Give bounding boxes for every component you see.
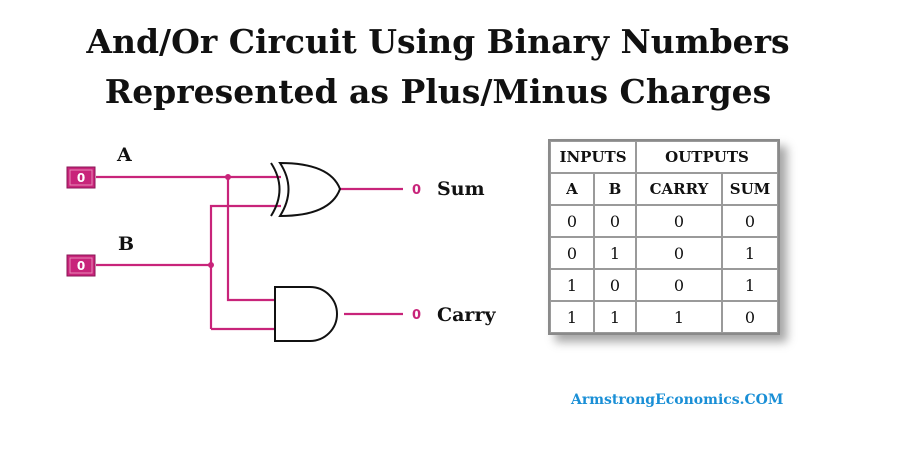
cell-sum: 0 <box>722 205 778 237</box>
wire-a-to-and <box>226 177 274 302</box>
header-carry: CARRY <box>636 173 722 205</box>
header-b: B <box>594 173 636 205</box>
header-outputs: OUTPUTS <box>636 141 778 173</box>
truth-table-panel: INPUTS OUTPUTS A B CARRY SUM 0 0 0 0 0 1… <box>548 139 780 335</box>
cell-a: 0 <box>550 205 594 237</box>
cell-b: 1 <box>594 301 636 333</box>
header-sum: SUM <box>722 173 778 205</box>
input-b-label: B <box>118 233 134 255</box>
header-a: A <box>550 173 594 205</box>
header-inputs: INPUTS <box>550 141 636 173</box>
cell-sum: 1 <box>722 237 778 269</box>
sum-output-label: Sum <box>437 178 485 200</box>
cell-sum: 0 <box>722 301 778 333</box>
sum-output-value: 0 <box>412 183 421 198</box>
cell-a: 1 <box>550 269 594 301</box>
wires <box>96 174 403 331</box>
title-line-2: Represented as Plus/Minus Charges <box>104 72 772 111</box>
cell-carry: 0 <box>636 237 722 269</box>
input-b-value: 0 <box>77 259 85 273</box>
and-gate <box>274 286 338 342</box>
truth-table-group-header-row: INPUTS OUTPUTS <box>550 141 778 173</box>
input-b-box[interactable]: 0 <box>66 254 96 277</box>
cell-b: 0 <box>594 269 636 301</box>
truth-table: INPUTS OUTPUTS A B CARRY SUM 0 0 0 0 0 1… <box>548 139 780 335</box>
input-a-label: A <box>116 144 132 166</box>
cell-a: 1 <box>550 301 594 333</box>
cell-carry: 0 <box>636 205 722 237</box>
table-row: 1 0 0 1 <box>550 269 778 301</box>
wire-b-to-xor-and <box>209 204 281 331</box>
table-row: 0 0 0 0 <box>550 205 778 237</box>
cell-sum: 1 <box>722 269 778 301</box>
table-row: 1 1 1 0 <box>550 301 778 333</box>
input-a-value: 0 <box>77 171 85 185</box>
cell-b: 0 <box>594 205 636 237</box>
cell-carry: 1 <box>636 301 722 333</box>
carry-output-label: Carry <box>437 304 496 326</box>
cell-a: 0 <box>550 237 594 269</box>
cell-carry: 0 <box>636 269 722 301</box>
input-a-box[interactable]: 0 <box>66 166 96 189</box>
carry-output-value: 0 <box>412 308 421 323</box>
site-credit-link[interactable]: ArmstrongEconomics.COM <box>571 392 784 408</box>
title-line-1: And/Or Circuit Using Binary Numbers <box>86 22 790 61</box>
truth-table-column-header-row: A B CARRY SUM <box>550 173 778 205</box>
table-row: 0 1 0 1 <box>550 237 778 269</box>
junction-dot-b <box>208 262 214 268</box>
junction-dot-a <box>225 174 231 180</box>
xor-gate <box>270 161 342 218</box>
cell-b: 1 <box>594 237 636 269</box>
